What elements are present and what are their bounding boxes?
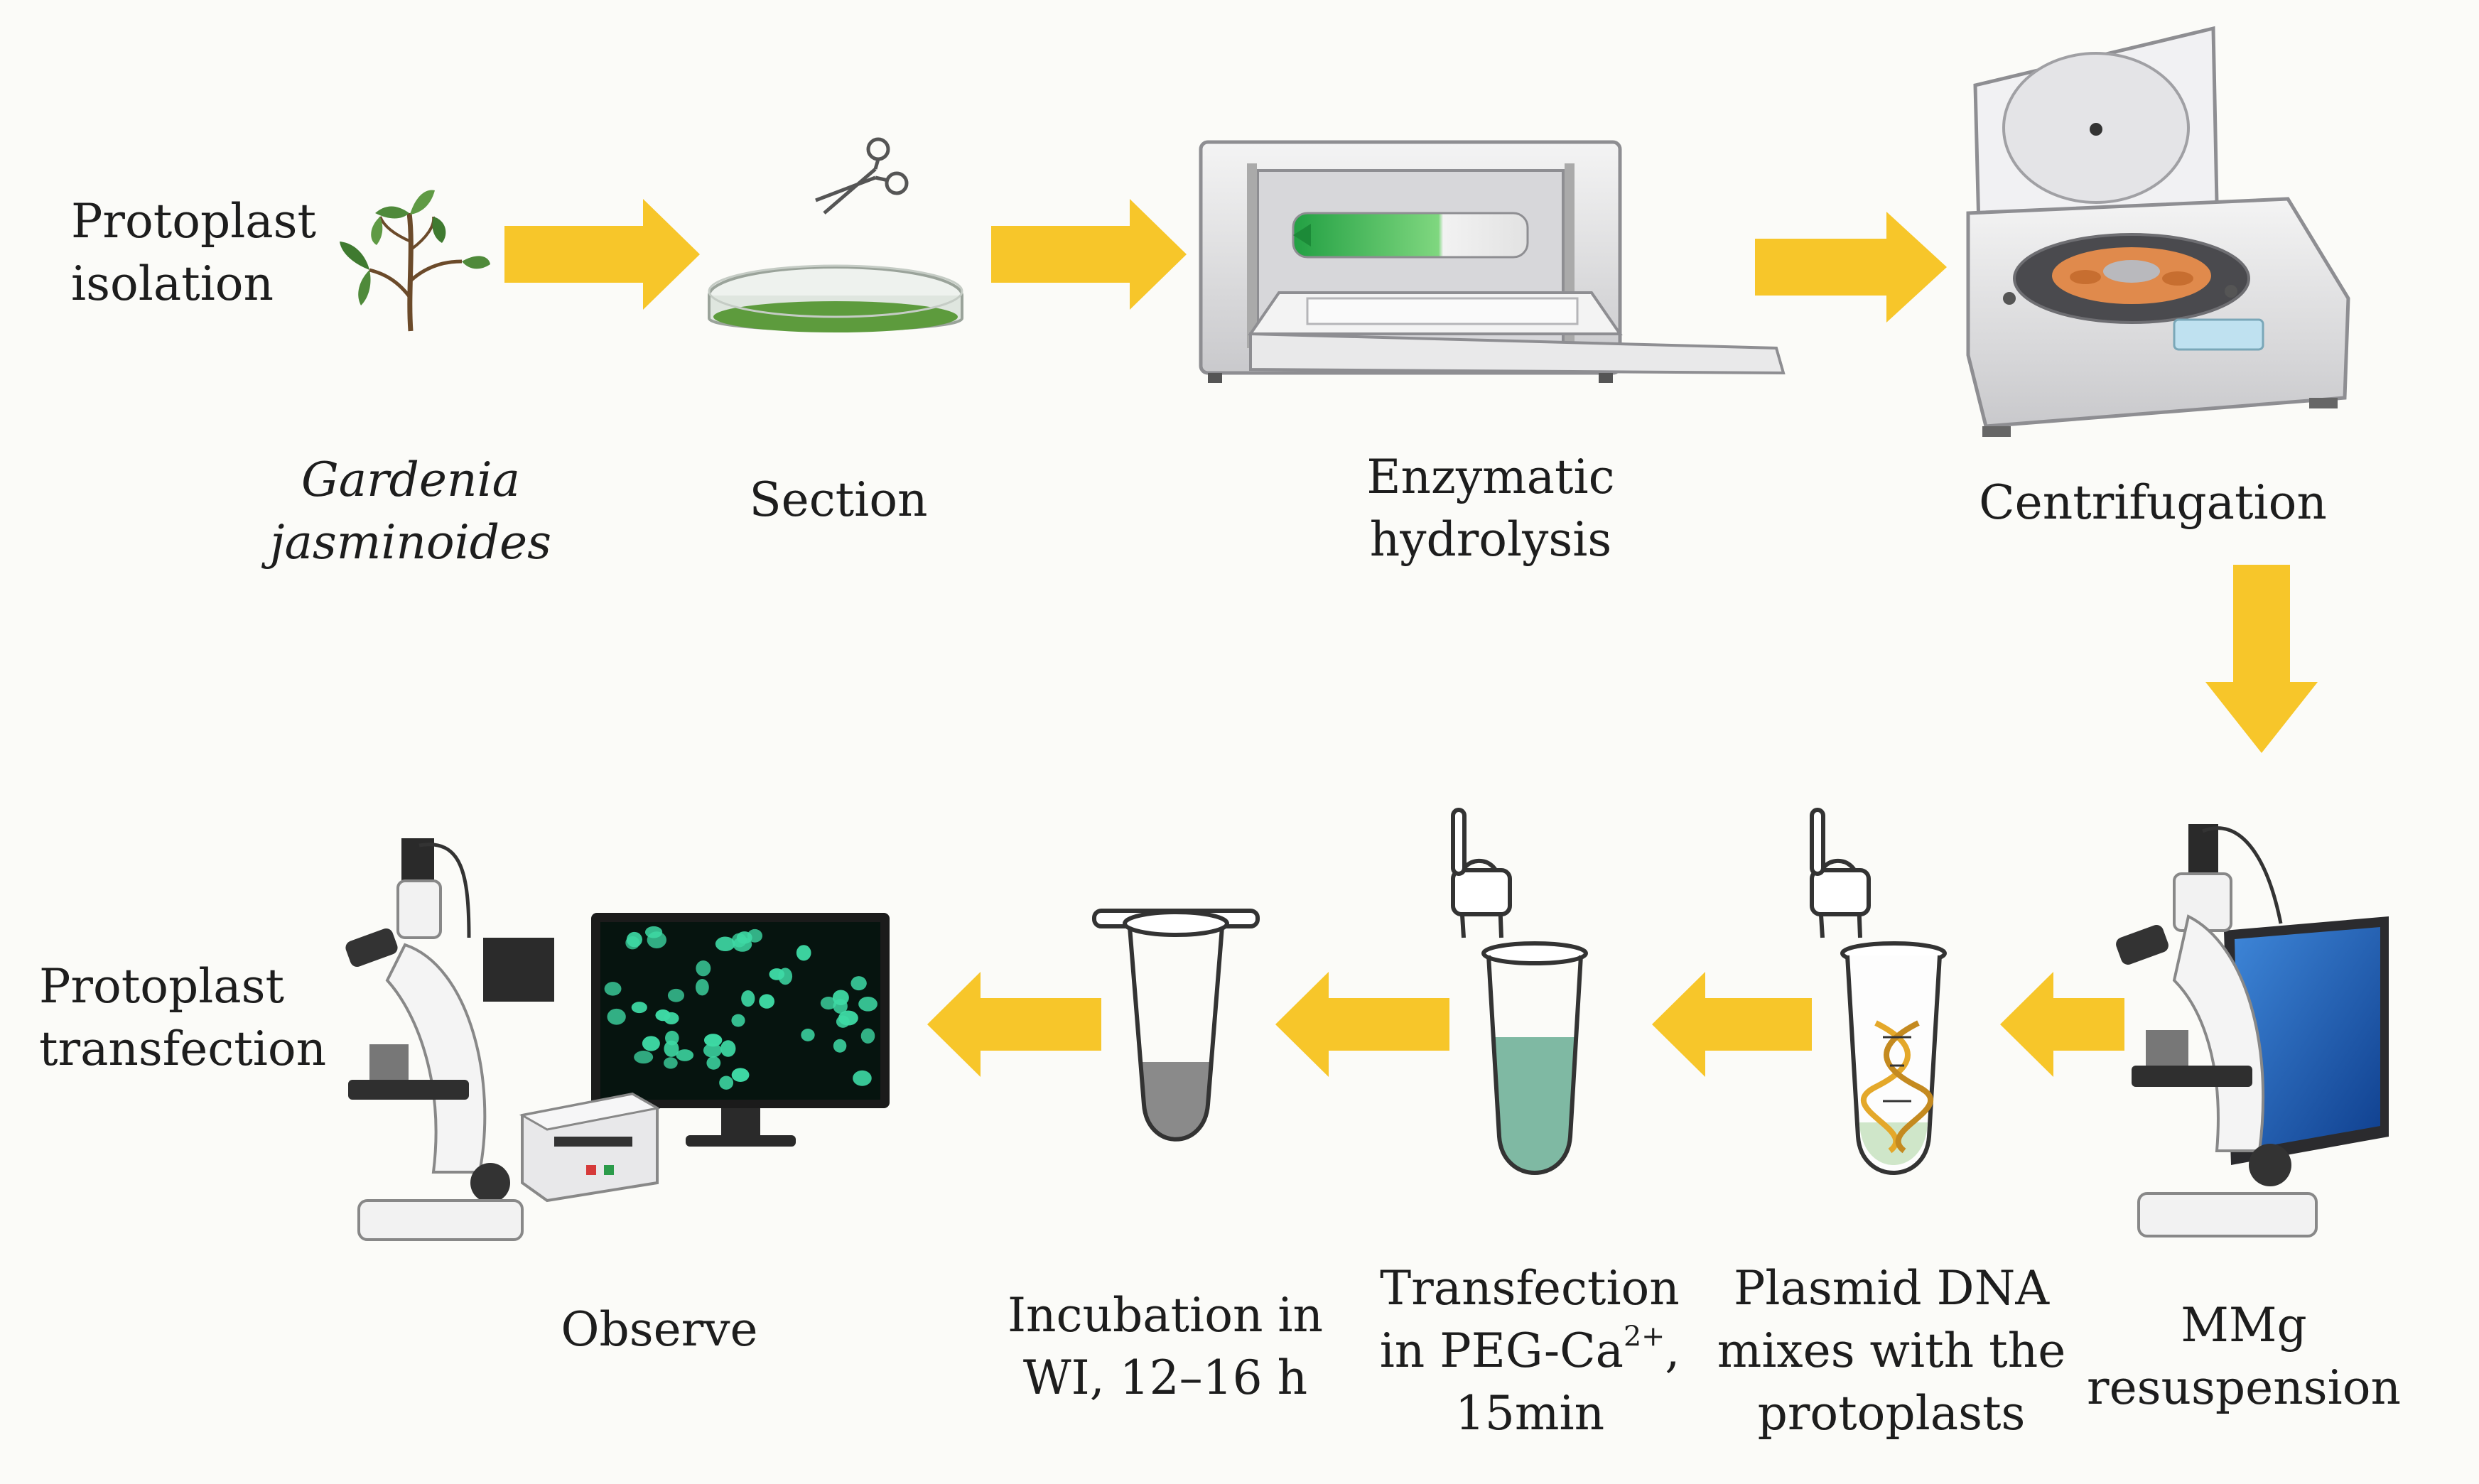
cell-dot — [741, 990, 755, 1007]
step-label-section: Section — [749, 472, 928, 527]
arrow-right-icon — [991, 199, 1187, 310]
cell-dot — [664, 1040, 679, 1057]
cell-dot — [836, 1015, 850, 1028]
step-label-enzymatic-hydrolysis: Enzymatic hydrolysis — [1366, 450, 1615, 567]
fluorescence-microscope-icon — [345, 838, 890, 1241]
arrow-left-icon — [1652, 972, 1812, 1077]
cell-dot — [736, 931, 752, 944]
step-label-incubation: Incubation in WI, 12–16 h — [1007, 1288, 1324, 1405]
step-label-observe: Observe — [561, 1302, 758, 1357]
centrifuge-icon — [1966, 26, 2350, 437]
cell-dot — [820, 997, 837, 1010]
cell-dot — [860, 1028, 875, 1044]
cell-dot — [703, 1034, 723, 1047]
arrow-right-icon — [1755, 212, 1947, 323]
cell-dot — [715, 936, 735, 951]
cell-dot — [625, 936, 640, 950]
cell-dot — [695, 979, 709, 996]
cell-dot — [769, 968, 785, 980]
step-label-gardenia-jasminoides: Gardenia jasminoides — [270, 453, 551, 570]
arrow-left-icon — [1275, 972, 1449, 1077]
arrow-right-icon — [504, 199, 700, 310]
stage-label-protoplast-transfection: Protoplast transfection — [39, 959, 327, 1076]
tube-dna-icon — [1810, 808, 1947, 1175]
arrow-down-icon — [2205, 565, 2318, 753]
seedling-icon — [340, 190, 490, 332]
cell-dot — [796, 945, 811, 961]
cell-dot — [644, 926, 663, 938]
cell-dot — [631, 1002, 647, 1014]
cell-dot — [731, 1068, 750, 1083]
tube-green-solution-icon — [1451, 808, 1588, 1175]
cell-dot — [759, 994, 775, 1009]
fluorescent-cells — [604, 926, 877, 1090]
cell-dot — [634, 1051, 654, 1064]
superscript-charge: 2+ — [1623, 1320, 1665, 1353]
cell-dot — [832, 990, 849, 1006]
step-label-transfection: Transfection in PEG-Ca2+, 15min — [1379, 1261, 1680, 1441]
cell-dot — [731, 1014, 745, 1027]
petri-dish-scissors-icon — [708, 137, 963, 332]
cell-dot — [853, 1070, 872, 1086]
cell-dot — [604, 982, 622, 996]
cell-dot — [664, 1057, 678, 1069]
cell-dot — [801, 1029, 815, 1041]
cell-dot — [833, 1039, 847, 1053]
step-label-centrifugation: Centrifugation — [1979, 475, 2327, 530]
cell-dot — [642, 1036, 660, 1051]
cell-dot — [676, 1049, 694, 1061]
stage-label-protoplast-isolation: Protoplast isolation — [71, 194, 317, 311]
step-label-mmg-resuspension: MMg resuspension — [2087, 1298, 2401, 1415]
cell-dot — [720, 1040, 736, 1057]
tube-grey-solution-icon — [1092, 909, 1260, 1142]
cell-dot — [850, 976, 867, 991]
step-label-plasmid-dna: Plasmid DNA mixes with the protoplasts — [1717, 1261, 2066, 1441]
cell-dot — [858, 996, 877, 1012]
cell-dot — [667, 988, 685, 1002]
microscope-monitor-icon — [2116, 824, 2389, 1237]
arrow-left-icon — [2000, 972, 2124, 1077]
arrows — [504, 199, 2318, 1077]
cell-dot — [655, 1009, 671, 1022]
cell-dot — [607, 1008, 626, 1025]
arrow-left-icon — [927, 972, 1101, 1077]
cell-dot — [703, 1043, 722, 1058]
incubator-tube-icon — [1199, 140, 1786, 383]
cell-dot — [719, 1076, 734, 1090]
cell-dot — [696, 960, 711, 977]
cell-dot — [706, 1056, 721, 1070]
